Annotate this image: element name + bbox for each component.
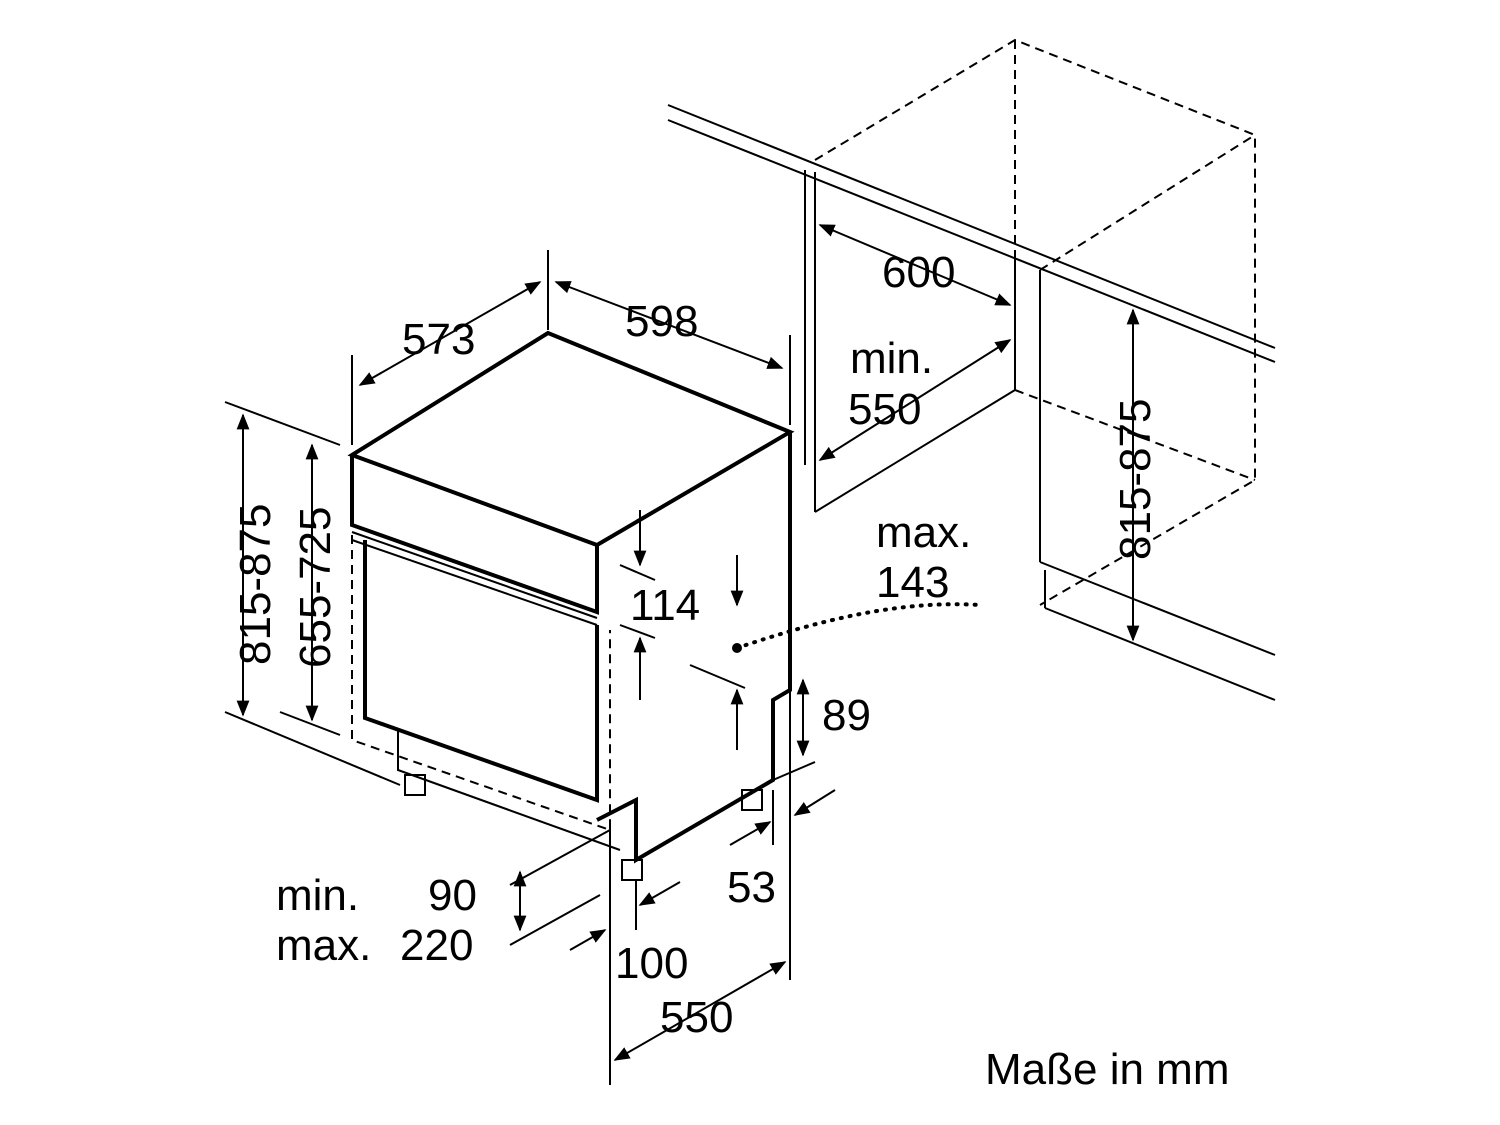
foot-offset-label: 100 (615, 939, 688, 988)
niche-width-label: 600 (882, 248, 955, 297)
depth-bottom-label: 550 (660, 993, 733, 1042)
hose-max-prefix: max. (876, 508, 971, 557)
width-label: 598 (625, 297, 698, 346)
door-height-range-label: 655-725 (291, 507, 340, 668)
units-note: Maße in mm (985, 1045, 1229, 1094)
hose-length-label: 143 (876, 558, 949, 607)
panel-offset-label: 114 (630, 581, 700, 630)
plinth-max-prefix: max. (276, 921, 371, 970)
niche-height-range-label: 815-875 (1111, 399, 1160, 560)
dishwasher-body (347, 330, 795, 881)
plinth-min-label: 90 (428, 871, 477, 920)
niche-depth-min-prefix: min. (850, 334, 933, 383)
kitchen-niche (667, 38, 1276, 701)
dimension-lines (224, 224, 1140, 1085)
height-range-label: 815-875 (231, 504, 280, 665)
plinth-min-prefix: min. (276, 871, 359, 920)
side-gap-label: 53 (727, 863, 776, 912)
plinth-recess-label: 89 (822, 691, 871, 740)
depth-top-label: 573 (402, 315, 475, 364)
niche-depth-label: 550 (848, 385, 921, 434)
plinth-max-label: 220 (400, 921, 473, 970)
